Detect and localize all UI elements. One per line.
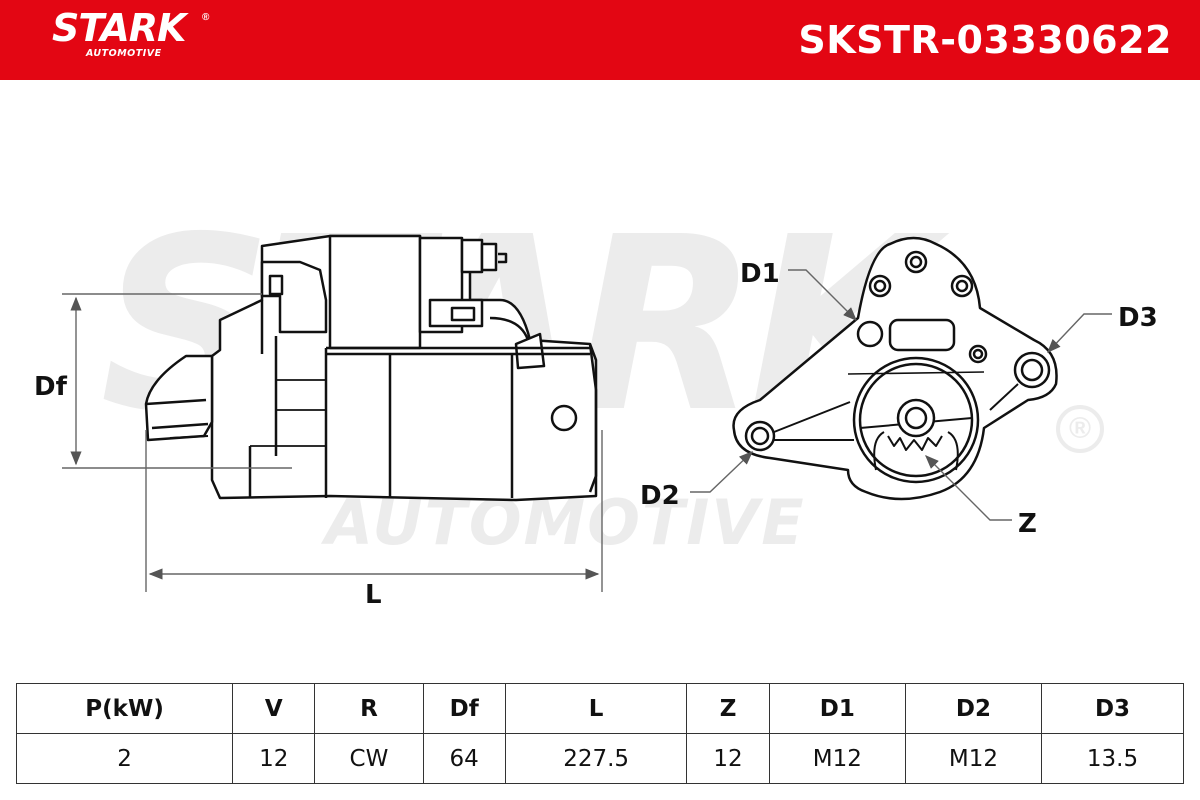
watermark-subtitle: AUTOMOTIVE [325,486,806,559]
value-length: 227.5 [504,733,688,784]
value-d2: M12 [904,733,1043,784]
technical-drawing: Df L D1 D3 D2 Z [34,234,1158,610]
header-rotation: R [314,683,424,734]
label-d3: D3 [1118,303,1158,333]
header-d1: D1 [768,683,906,734]
watermark-registered-mark: ® [1056,405,1104,453]
header-d2: D2 [904,683,1043,734]
brand-subtitle: AUTOMOTIVE [86,48,162,59]
part-number: SKSTR-03330622 [798,18,1172,62]
label-df: Df [34,372,68,402]
specs-header-row: P(kW) V R Df L Z D1 D2 D3 [15,683,1184,734]
brand-name: STARK [52,6,186,50]
label-d1: D1 [740,259,780,289]
specs-table: P(kW) V R Df L Z D1 D2 D3 2 12 CW 64 227… [15,683,1184,784]
starter-front-view [732,236,1058,501]
label-z: Z [1018,509,1037,539]
value-rotation: CW [314,733,424,784]
header-d3: D3 [1041,683,1184,734]
value-d1: M12 [768,733,906,784]
dimension-lines [62,269,1112,592]
brand-registered-mark: ® [202,12,210,23]
header-df: Df [422,683,506,734]
header-bar: STARK ® AUTOMOTIVE SKSTR-03330622 [0,0,1200,80]
value-voltage: 12 [232,733,316,784]
header-length: L [504,683,688,734]
value-power: 2 [15,733,234,784]
brand-logo: STARK ® AUTOMOTIVE [52,6,209,59]
starter-side-view [144,234,598,502]
header-power: P(kW) [15,683,234,734]
value-teeth: 12 [686,733,770,784]
label-l: L [365,580,382,610]
specs-value-row: 2 12 CW 64 227.5 12 M12 M12 13.5 [15,733,1184,784]
header-teeth: Z [686,683,770,734]
value-df: 64 [422,733,506,784]
value-d3: 13.5 [1041,733,1184,784]
label-d2: D2 [640,481,680,511]
header-voltage: V [232,683,316,734]
